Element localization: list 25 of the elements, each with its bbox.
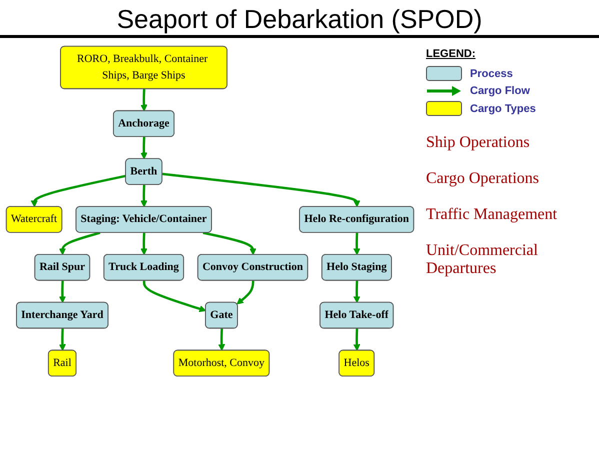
arrow bbox=[30, 174, 126, 208]
legend-label: Cargo Types bbox=[470, 102, 536, 114]
arrow bbox=[353, 328, 360, 351]
legend-label: Process bbox=[470, 68, 513, 80]
arrow bbox=[140, 184, 148, 208]
arrow bbox=[142, 280, 206, 312]
arrow bbox=[58, 280, 66, 303]
arrow bbox=[140, 136, 148, 160]
arrow bbox=[140, 89, 148, 112]
arrow bbox=[218, 328, 226, 351]
arrow bbox=[353, 232, 360, 256]
diagram-title: Seaport of Debarkation (SPOD) bbox=[0, 0, 599, 38]
zone-label: Cargo Operations bbox=[426, 170, 540, 188]
arrow bbox=[58, 328, 66, 351]
zone-label: Ship Operations bbox=[426, 134, 531, 152]
zone-label: Traffic Management bbox=[426, 206, 558, 224]
legend-heading: LEGEND: bbox=[426, 48, 476, 60]
arrow bbox=[162, 172, 360, 208]
legend-label: Cargo Flow bbox=[470, 85, 530, 97]
zone-label: Unit/Commercial Departures bbox=[426, 242, 539, 278]
arrow bbox=[202, 232, 256, 256]
arrow bbox=[353, 280, 360, 303]
arrow bbox=[58, 232, 100, 256]
arrow bbox=[236, 280, 254, 304]
arrow bbox=[140, 232, 148, 256]
